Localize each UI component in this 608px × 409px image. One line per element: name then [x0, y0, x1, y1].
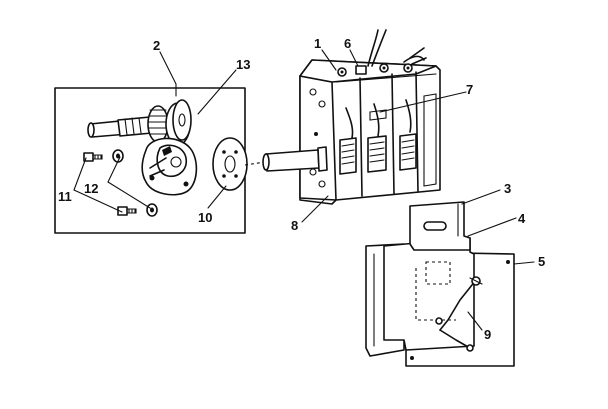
bracket-4 — [383, 237, 475, 351]
spindle-shaft — [87, 116, 153, 138]
washer-10 — [212, 137, 248, 191]
callout-12: 12 — [84, 181, 98, 196]
screw-lower-11 — [117, 206, 137, 216]
callout-9: 9 — [484, 327, 491, 342]
callout-8: 8 — [291, 218, 298, 233]
axis-line — [244, 161, 266, 166]
callout-11: 11 — [58, 189, 72, 204]
switch-shaft — [262, 146, 328, 172]
callout-7: 7 — [466, 82, 473, 97]
screw-upper-11 — [83, 152, 103, 162]
disc-13 — [172, 99, 192, 141]
nut-lower-12 — [146, 203, 158, 217]
cam-plate — [141, 137, 198, 196]
callout-13: 13 — [236, 57, 250, 72]
leader-lines — [73, 49, 535, 331]
bracket-3 — [409, 201, 471, 251]
callout-6: 6 — [344, 36, 351, 51]
callout-5: 5 — [538, 254, 545, 269]
callout-2: 2 — [153, 38, 160, 53]
spring-9 — [435, 276, 483, 352]
callout-3: 3 — [504, 181, 511, 196]
callout-1: 1 — [314, 36, 321, 51]
callout-10: 10 — [198, 210, 212, 225]
callout-4: 4 — [518, 211, 526, 226]
switch-body — [299, 29, 441, 205]
